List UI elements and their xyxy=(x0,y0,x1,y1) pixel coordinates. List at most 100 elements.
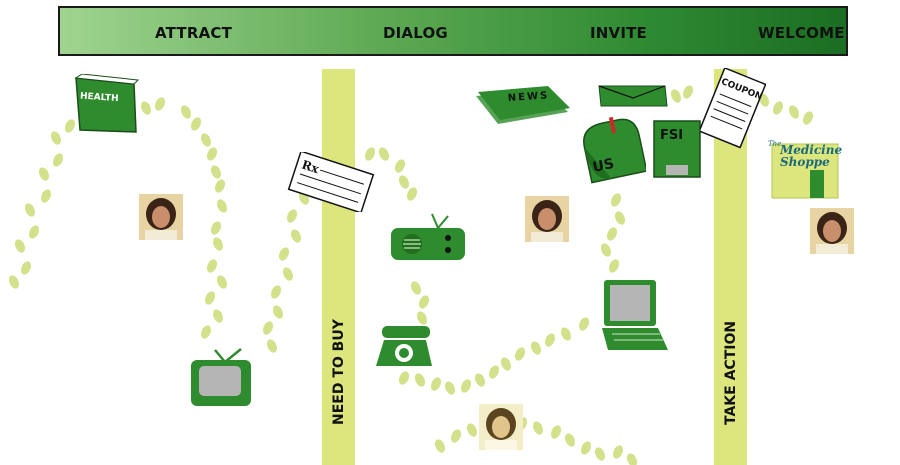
stage-dialog-label: DIALOG xyxy=(383,24,448,42)
footprint xyxy=(282,267,294,281)
health-book-icon: HEALTH xyxy=(74,74,140,133)
stage-welcome-label: WELCOME xyxy=(758,24,845,42)
footprint xyxy=(594,447,606,461)
footprint xyxy=(206,259,218,273)
footprint xyxy=(802,111,814,125)
laptop-icon xyxy=(602,280,668,350)
mailbox-icon: US xyxy=(583,116,646,184)
footprint xyxy=(216,275,228,289)
footprint xyxy=(788,105,800,119)
footprint xyxy=(466,423,478,437)
footprint xyxy=(406,187,418,201)
mailbox-text: US xyxy=(591,156,615,176)
stage-banner xyxy=(58,6,848,56)
footprint xyxy=(580,441,592,455)
footprint xyxy=(262,321,274,335)
footprint xyxy=(758,93,770,107)
footprint xyxy=(608,259,620,273)
footprint xyxy=(8,275,20,289)
customer-photo-attract xyxy=(139,194,183,240)
footprint xyxy=(460,379,472,393)
footprint xyxy=(212,237,224,251)
footprint xyxy=(488,365,500,379)
footprint xyxy=(154,97,166,111)
coupon-icon: COUPON xyxy=(700,68,766,149)
footprint xyxy=(40,189,52,203)
footprint xyxy=(682,85,694,99)
telephone-icon xyxy=(376,326,432,366)
footprint xyxy=(532,421,544,435)
newspaper-icon: NEWS xyxy=(476,86,570,124)
footprint xyxy=(544,333,556,347)
footprint xyxy=(38,167,50,181)
footprint xyxy=(378,147,390,161)
prescription-text: Rx xyxy=(300,158,321,177)
medicine-shoppe-store-icon: The Medicine Shoppe xyxy=(768,140,842,199)
footprint xyxy=(52,153,64,167)
footprint xyxy=(216,199,228,213)
health-book-text: HEALTH xyxy=(80,91,119,104)
envelope-icon xyxy=(598,85,668,107)
footprint xyxy=(290,229,302,243)
footprint xyxy=(180,105,192,119)
footprint xyxy=(398,371,410,385)
footprint xyxy=(14,239,26,253)
footprint xyxy=(434,439,446,453)
footprint xyxy=(578,317,590,331)
footprint xyxy=(140,101,152,115)
footprint xyxy=(270,285,282,299)
footprint xyxy=(418,295,430,309)
stage-attract-label: ATTRACT xyxy=(155,24,233,42)
fsi-text: FSI xyxy=(660,128,683,143)
stage-invite-label: INVITE xyxy=(590,24,648,42)
footprint xyxy=(204,291,216,305)
need-to-buy-bar xyxy=(322,69,355,465)
footprint xyxy=(772,101,784,115)
footprint xyxy=(410,281,422,295)
customer-photo-dialog xyxy=(479,404,523,450)
footprint xyxy=(398,175,410,189)
customer-photo-welcome xyxy=(810,208,854,254)
footprint xyxy=(550,425,562,439)
footprint xyxy=(626,453,638,465)
footprint xyxy=(614,211,626,225)
footprint xyxy=(206,147,218,161)
store-text-shoppe: Shoppe xyxy=(780,155,830,169)
footprint xyxy=(200,325,212,339)
footprint xyxy=(450,429,462,443)
footprint xyxy=(564,433,576,447)
newspaper-text: NEWS xyxy=(507,90,549,104)
radio-icon xyxy=(391,213,465,260)
footprint xyxy=(210,165,222,179)
footprint xyxy=(272,305,284,319)
footprint xyxy=(364,147,376,161)
footprint xyxy=(212,309,224,323)
footprint xyxy=(394,159,406,173)
footprint xyxy=(200,133,212,147)
footprint xyxy=(530,341,542,355)
footprint xyxy=(606,227,618,241)
footprint xyxy=(278,247,290,261)
footprint xyxy=(190,117,202,131)
footprint xyxy=(444,381,456,395)
footprint xyxy=(266,339,278,353)
footprint xyxy=(474,373,486,387)
footprint xyxy=(24,203,36,217)
customer-photo-invite xyxy=(525,196,569,242)
footprint xyxy=(286,209,298,223)
footprint xyxy=(210,221,222,235)
prescription-icon: Rx xyxy=(287,152,375,212)
footprint xyxy=(612,445,624,459)
footprint xyxy=(50,131,62,145)
footprint xyxy=(430,377,442,391)
footprint xyxy=(560,327,572,341)
footprint xyxy=(28,225,40,239)
fsi-icon: FSI xyxy=(653,120,701,178)
television-icon xyxy=(191,348,251,406)
footprint xyxy=(214,179,226,193)
footprint xyxy=(64,119,76,133)
footprint xyxy=(414,373,426,387)
footprint xyxy=(500,357,512,371)
footprint xyxy=(670,89,682,103)
